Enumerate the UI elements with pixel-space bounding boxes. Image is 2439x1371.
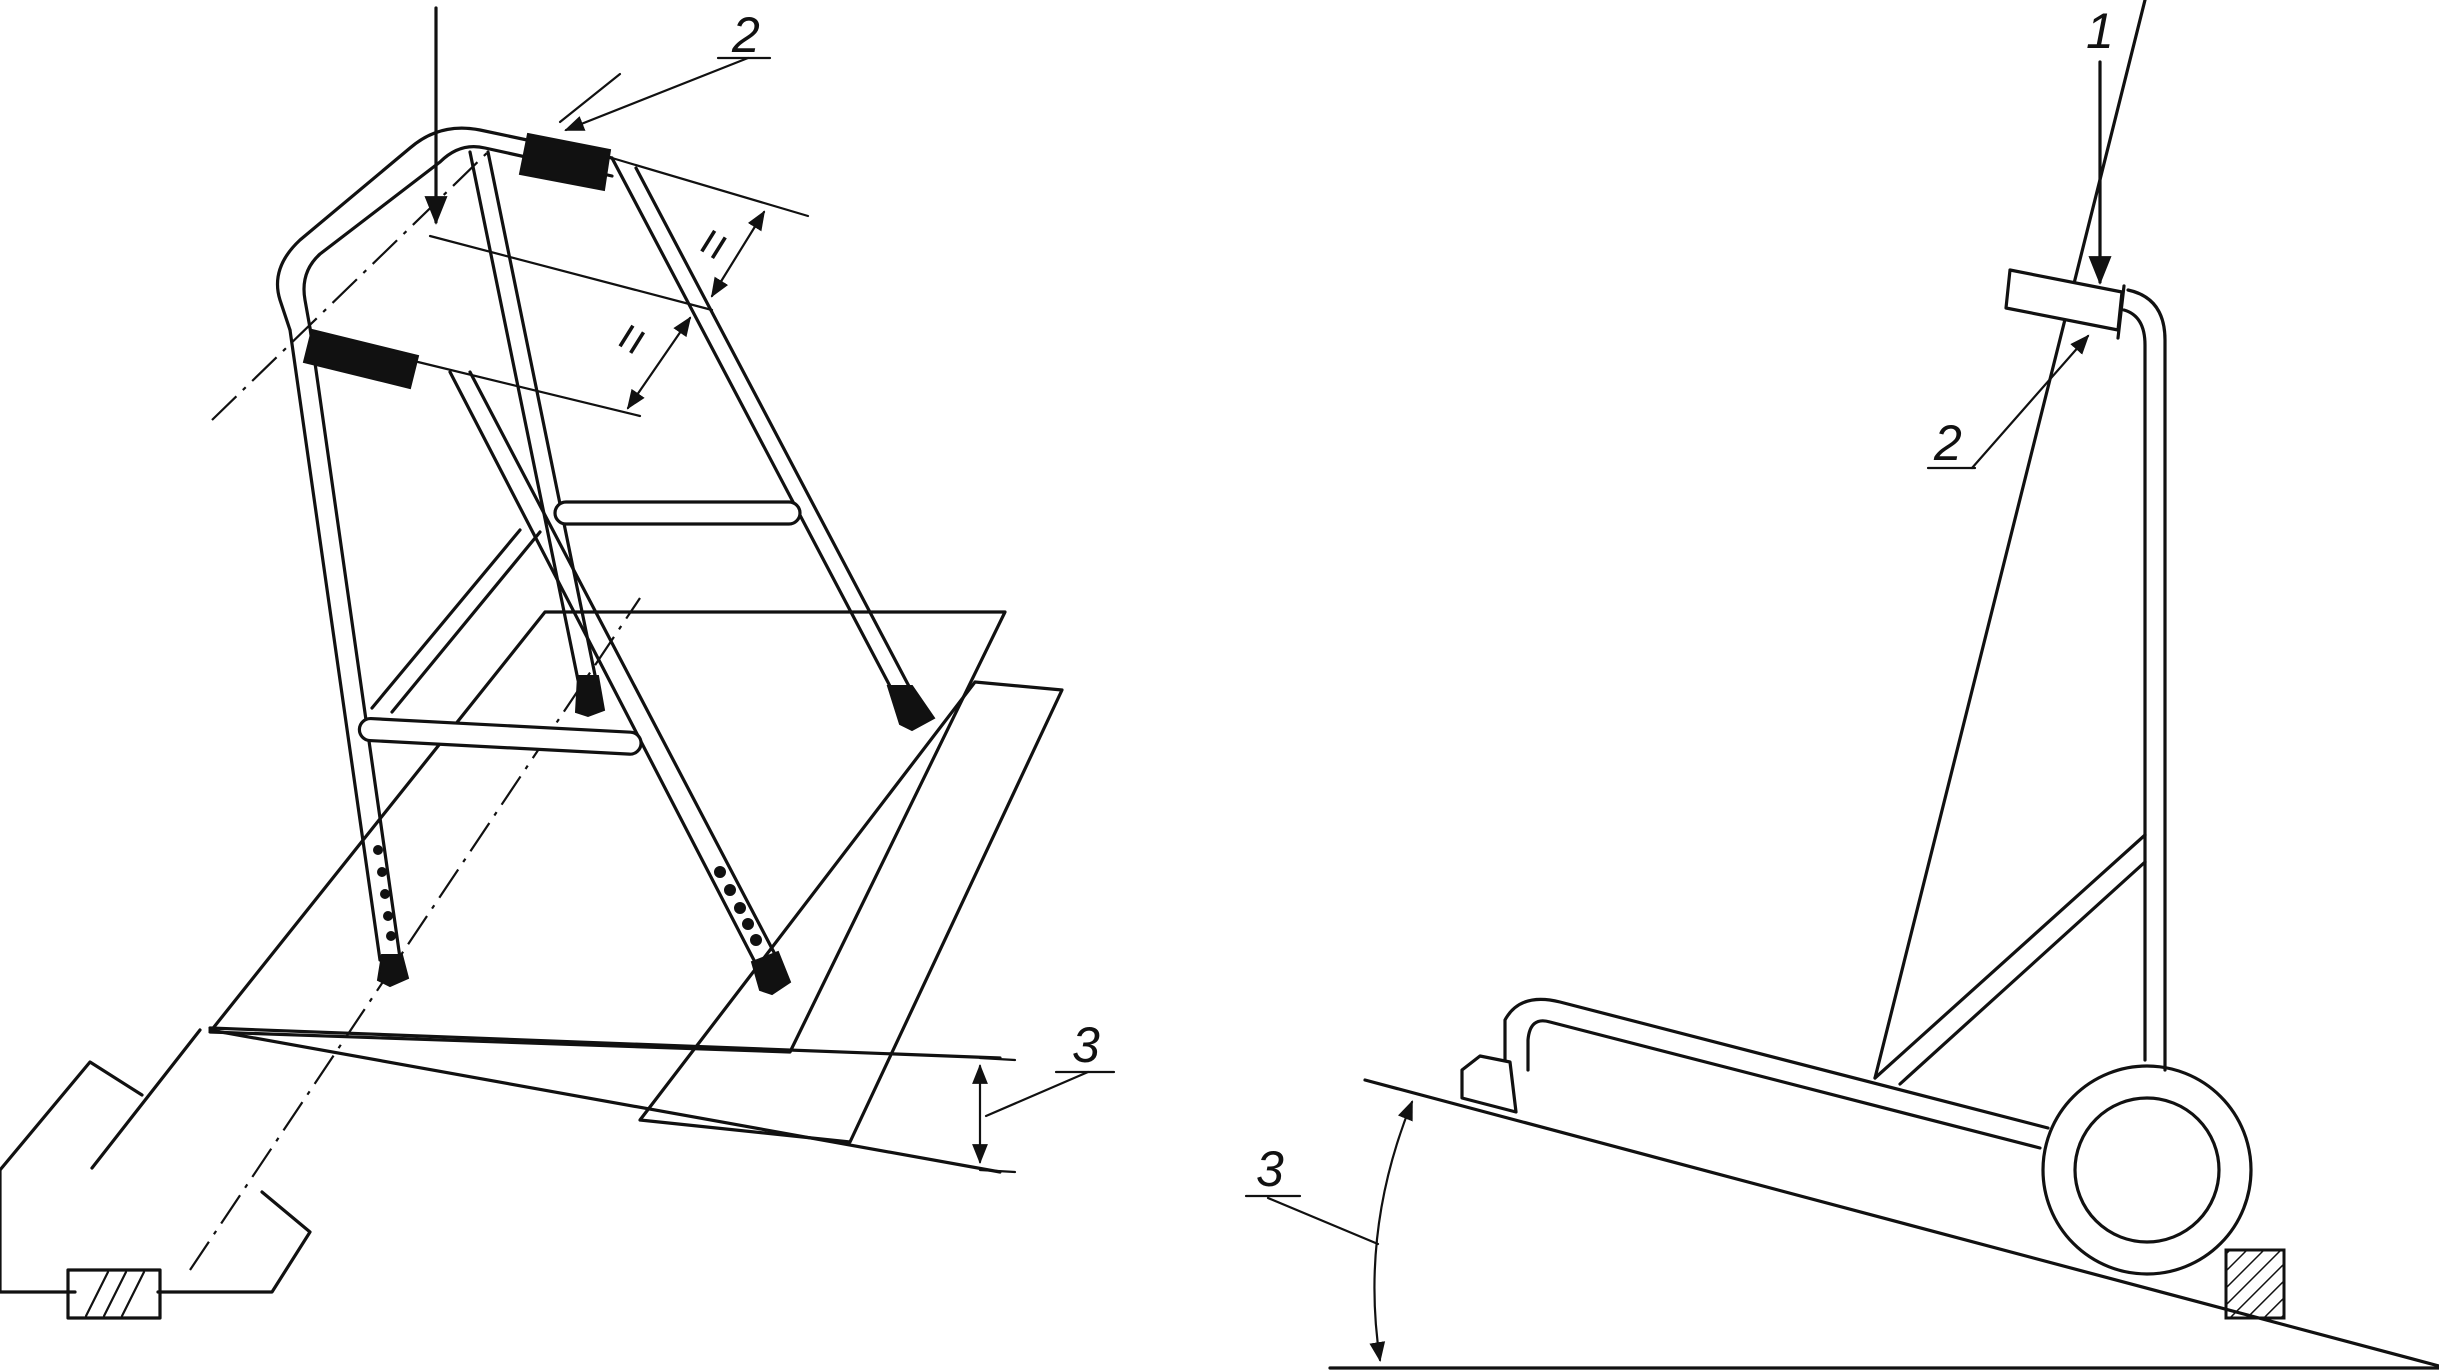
rear-foot bbox=[1460, 1054, 1518, 1114]
wheel-outer bbox=[2041, 1064, 2253, 1276]
handgrip-front bbox=[302, 328, 420, 390]
wheel-inner bbox=[2073, 1096, 2221, 1244]
slope-angle-arc bbox=[1369, 1100, 1414, 1362]
left-view: = = 2 3 bbox=[0, 6, 1116, 1320]
leader-handgrip-left bbox=[564, 56, 750, 132]
label-slope-left: 3 bbox=[1072, 1017, 1100, 1073]
right-view: 1 2 3 bbox=[1244, 0, 2439, 1370]
equal-distance-dimension: = = bbox=[416, 156, 810, 418]
ferrule-front-right bbox=[574, 675, 606, 718]
equal-mark-upper: = bbox=[681, 218, 744, 272]
label-handgrip-left: 2 bbox=[731, 7, 760, 63]
rear-crossbar bbox=[553, 500, 802, 526]
handgrip-right bbox=[2004, 268, 2124, 332]
centerline-lower bbox=[189, 597, 641, 1271]
tilt-mechanism bbox=[0, 1028, 312, 1320]
wheel-chock bbox=[2224, 1248, 2286, 1320]
slope-line bbox=[1363, 1078, 2439, 1368]
tilting-platform bbox=[208, 610, 1064, 1174]
handgrip-rear bbox=[518, 132, 612, 192]
equal-mark-lower: = bbox=[600, 312, 663, 366]
walking-frame bbox=[275, 126, 936, 996]
label-load: 1 bbox=[2086, 3, 2114, 59]
adjust-holes-left bbox=[373, 845, 396, 941]
centerline-upper bbox=[211, 149, 491, 421]
spring-block bbox=[66, 1268, 162, 1320]
ferrule-rear-left bbox=[750, 950, 792, 996]
slope-dimension-left: 3 bbox=[972, 1017, 1116, 1174]
ferrule-front-left bbox=[376, 954, 410, 988]
ferrule-rear-right bbox=[886, 685, 936, 732]
leader-handgrip-right bbox=[1970, 334, 2090, 470]
label-handgrip-right: 2 bbox=[1933, 415, 1962, 471]
adjust-holes-right bbox=[714, 866, 762, 946]
label-slope-right: 3 bbox=[1256, 1141, 1284, 1197]
front-crossbar bbox=[357, 716, 643, 756]
rollator-side-profile bbox=[1460, 0, 2253, 1276]
